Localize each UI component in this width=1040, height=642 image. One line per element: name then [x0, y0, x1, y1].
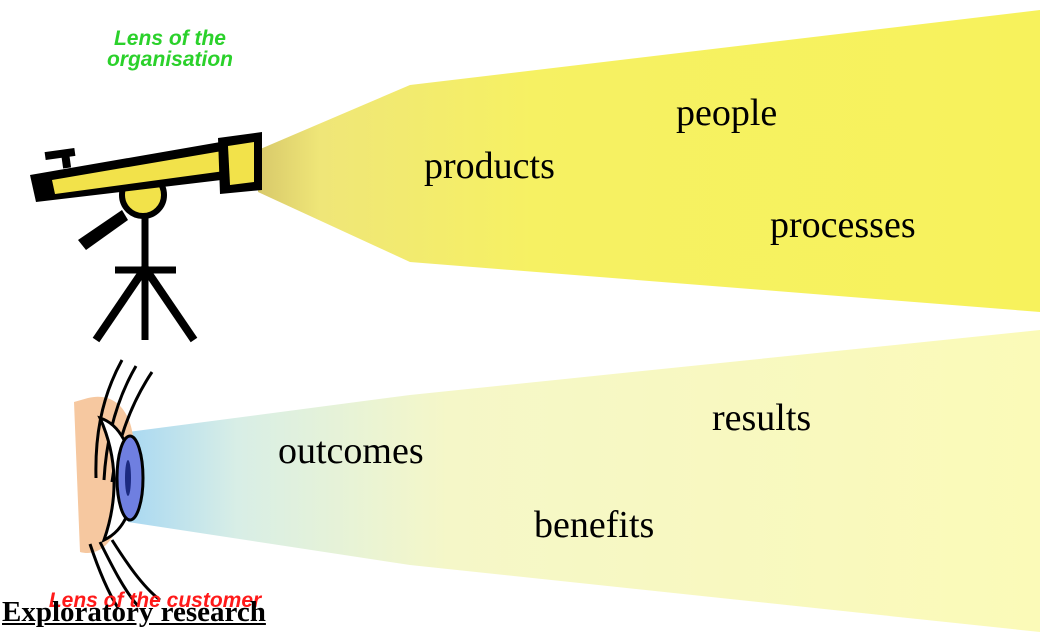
organisation-lens-label: Lens of the organisation — [106, 27, 233, 71]
page-title: Exploratory research — [2, 596, 266, 628]
word-people: people — [676, 92, 778, 134]
customer-beam — [128, 330, 1040, 632]
word-processes: processes — [770, 204, 916, 246]
customer-lens-label: Lens of the customer — [48, 589, 262, 612]
eye-icon — [74, 359, 161, 609]
word-products: products — [424, 145, 555, 187]
word-benefits: benefits — [534, 504, 655, 546]
organisation-beam — [258, 10, 1040, 312]
word-results: results — [712, 397, 812, 439]
word-outcomes: outcomes — [278, 430, 424, 472]
telescope-icon — [30, 132, 262, 343]
